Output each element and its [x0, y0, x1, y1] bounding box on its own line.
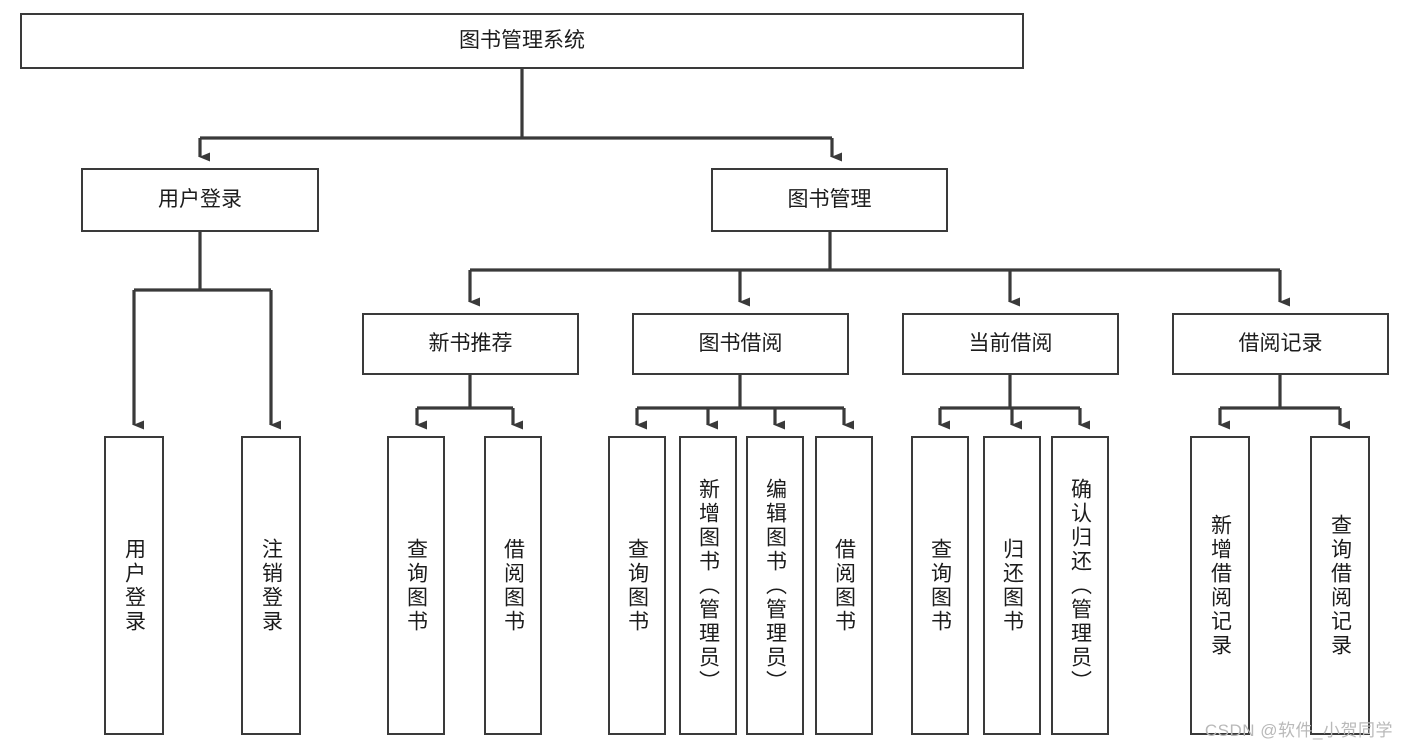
node-leaf-query-book-borrowing[interactable]: 查询图书 — [608, 436, 666, 735]
node-label: 注销登录 — [259, 537, 283, 634]
node-label: 当前借阅 — [968, 331, 1053, 355]
node-label: 新增图书（管理员） — [696, 477, 720, 694]
node-leaf-borrow-book-borrowing[interactable]: 借阅图书 — [815, 436, 873, 735]
node-label: 用户登录 — [158, 187, 242, 211]
node-label: 查询图书 — [404, 537, 428, 634]
node-new-book-recommendation[interactable]: 新书推荐 — [362, 313, 579, 375]
node-label: 借阅图书 — [832, 537, 856, 634]
node-leaf-query-book-current[interactable]: 查询图书 — [911, 436, 969, 735]
node-borrowing-record[interactable]: 借阅记录 — [1172, 313, 1389, 375]
node-label: 编辑图书（管理员） — [763, 477, 787, 694]
node-leaf-query-borrow-record[interactable]: 查询借阅记录 — [1310, 436, 1370, 735]
node-label: 图书管理系统 — [459, 28, 585, 52]
node-user-login[interactable]: 用户登录 — [81, 168, 319, 232]
node-book-management[interactable]: 图书管理 — [711, 168, 948, 232]
node-label: 新增借阅记录 — [1208, 513, 1232, 658]
node-leaf-edit-book-admin[interactable]: 编辑图书（管理员） — [746, 436, 804, 735]
csdn-watermark: CSDN @软件_小贺同学 — [1204, 721, 1393, 740]
node-label: 查询图书 — [928, 537, 952, 634]
node-leaf-add-borrow-record[interactable]: 新增借阅记录 — [1190, 436, 1250, 735]
node-leaf-user-login[interactable]: 用户登录 — [104, 436, 164, 735]
node-label: 图书借阅 — [698, 331, 783, 355]
node-current-borrowing[interactable]: 当前借阅 — [902, 313, 1119, 375]
node-label: 借阅记录 — [1238, 331, 1323, 355]
node-label: 归还图书 — [1000, 537, 1024, 634]
node-label: 借阅图书 — [501, 537, 525, 634]
node-book-borrowing[interactable]: 图书借阅 — [632, 313, 849, 375]
node-leaf-query-book-recommend[interactable]: 查询图书 — [387, 436, 445, 735]
node-leaf-return-book[interactable]: 归还图书 — [983, 436, 1041, 735]
node-leaf-logout[interactable]: 注销登录 — [241, 436, 301, 735]
node-label: 图书管理 — [787, 187, 872, 211]
node-label: 确认归还（管理员） — [1068, 477, 1092, 694]
node-leaf-confirm-return-admin[interactable]: 确认归还（管理员） — [1051, 436, 1109, 735]
node-root-system[interactable]: 图书管理系统 — [20, 13, 1024, 69]
node-leaf-borrow-book-recommend[interactable]: 借阅图书 — [484, 436, 542, 735]
node-leaf-add-book-admin[interactable]: 新增图书（管理员） — [679, 436, 737, 735]
node-label: 用户登录 — [122, 537, 146, 634]
node-label: 查询图书 — [625, 537, 649, 634]
node-label: 新书推荐 — [428, 331, 513, 355]
node-label: 查询借阅记录 — [1328, 513, 1352, 658]
